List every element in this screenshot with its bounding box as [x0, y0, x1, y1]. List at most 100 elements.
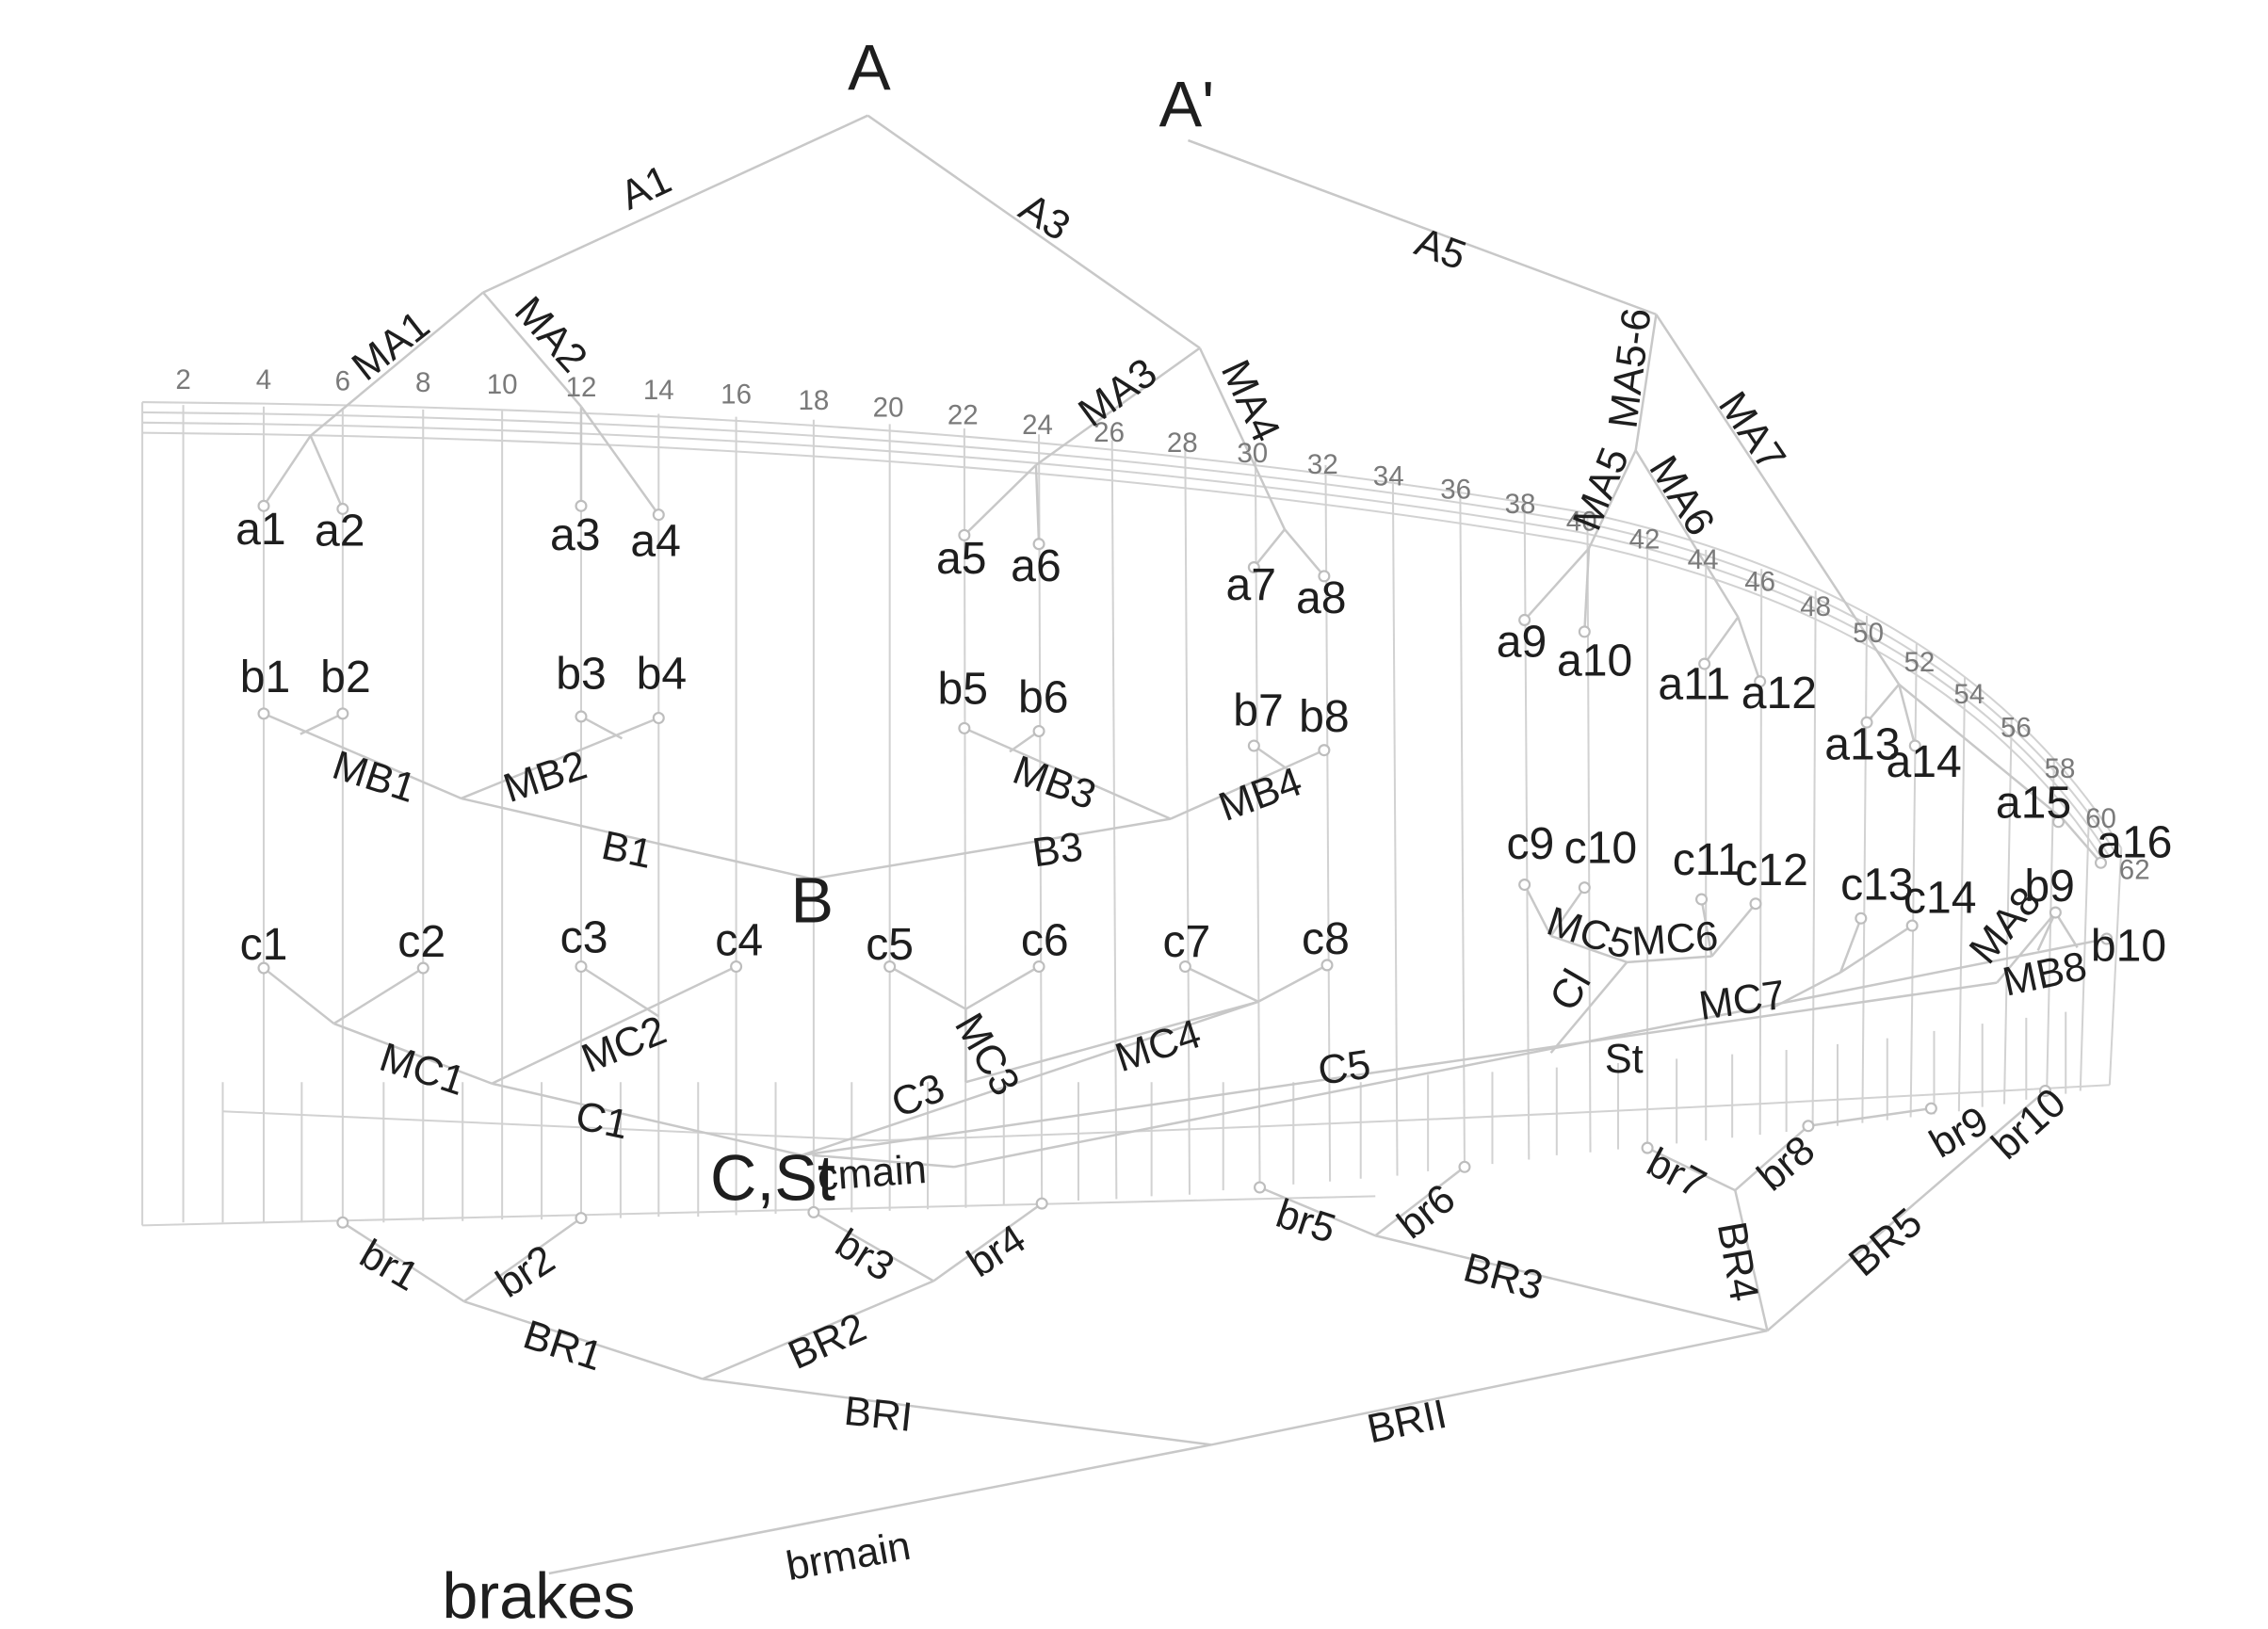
label-a15: a15: [1996, 777, 2071, 828]
number-label: 30: [1237, 438, 1268, 469]
label-a13: a13: [1824, 718, 1900, 769]
number-label: 16: [721, 379, 752, 411]
number-label: 56: [2001, 713, 2032, 744]
label-MB3: MB3: [1007, 748, 1101, 819]
label-MB8: MB8: [1999, 944, 2090, 1006]
number-label: 42: [1629, 524, 1660, 555]
label-MA7: MA7: [1709, 384, 1794, 479]
number-label: 2: [175, 364, 190, 395]
label-brakes: brakes: [442, 1561, 635, 1629]
rings: [257, 499, 2114, 1229]
label-MC6: MC6: [1630, 913, 1720, 964]
number-label: 60: [2085, 803, 2116, 834]
label-C3: C3: [885, 1065, 951, 1126]
label-c12: c12: [1735, 845, 1808, 895]
number-label: 40: [1566, 507, 1597, 538]
label-b1: b1: [240, 652, 291, 702]
label-br10: br10: [1984, 1080, 2075, 1169]
number-label: 12: [566, 372, 597, 403]
label-a1: a1: [235, 504, 286, 555]
rig-lines: [262, 114, 2107, 1575]
label-A-prime: A': [1159, 70, 1215, 141]
label-a3: a3: [550, 509, 601, 560]
number-label: 8: [415, 367, 430, 398]
number-label: 46: [1744, 566, 1775, 597]
batten-numbers: 2 4 6 8 10 12 14 16 18 20 22 24 26 28 30…: [175, 364, 2149, 885]
label-MB1: MB1: [327, 743, 421, 812]
label-br1: br1: [352, 1232, 426, 1300]
label-A1: A1: [614, 157, 678, 219]
label-br5: br5: [1271, 1191, 1341, 1252]
label-b5: b5: [938, 663, 989, 714]
label-c1: c1: [240, 919, 288, 970]
label-br6: br6: [1389, 1176, 1464, 1249]
label-c13: c13: [1840, 859, 1914, 910]
label-c7: c7: [1162, 916, 1210, 967]
label-c6: c6: [1021, 914, 1069, 965]
label-BR5: BR5: [1840, 1200, 1931, 1285]
label-BR3: BR3: [1459, 1245, 1547, 1309]
number-label: 22: [948, 399, 979, 430]
batten-edge: [141, 401, 2123, 1227]
number-label: 26: [1094, 417, 1125, 448]
label-a16: a16: [2097, 816, 2172, 867]
label-b7: b7: [1233, 685, 1284, 736]
number-label: 6: [335, 366, 350, 397]
label-MB4: MB4: [1213, 759, 1307, 831]
label-BR4: BR4: [1709, 1218, 1767, 1305]
label-a7: a7: [1225, 559, 1276, 610]
label-a4: a4: [630, 515, 681, 566]
number-label: 50: [1853, 618, 1884, 649]
label-Cl: Cl: [1542, 962, 1600, 1019]
number-label: 58: [2045, 753, 2076, 784]
label-brmain: brmain: [783, 1524, 914, 1589]
number-label: 24: [1022, 410, 1053, 441]
label-A3: A3: [1012, 185, 1078, 250]
label-b6: b6: [1018, 672, 1069, 723]
label-b4: b4: [637, 649, 688, 700]
number-label: 32: [1307, 449, 1338, 480]
number-label: 54: [1953, 679, 1984, 710]
label-C5: C5: [1315, 1042, 1373, 1094]
label-a10: a10: [1557, 636, 1632, 686]
label-a9: a9: [1497, 617, 1547, 668]
label-B1: B1: [598, 823, 656, 878]
label-C-St: C,St: [710, 1142, 835, 1214]
number-label: 18: [798, 385, 829, 416]
label-C1: C1: [572, 1093, 632, 1149]
label-MC4: MC4: [1110, 1011, 1207, 1081]
label-b2: b2: [320, 652, 371, 702]
label-MA5-6: MA5-6: [1600, 306, 1660, 431]
number-label: 62: [2119, 854, 2150, 885]
label-a8: a8: [1296, 573, 1347, 623]
fan-lines: [182, 405, 2091, 1223]
label-a6: a6: [1011, 540, 1061, 591]
label-b3: b3: [556, 649, 607, 700]
label-b10: b10: [2091, 921, 2166, 972]
label-c2: c2: [397, 916, 446, 967]
label-a2: a2: [315, 506, 365, 556]
label-MC3: MC3: [946, 1006, 1028, 1103]
label-br8: br8: [1749, 1127, 1823, 1200]
label-BRII: BRII: [1364, 1392, 1451, 1453]
number-label: 34: [1373, 461, 1404, 492]
label-St: St: [1605, 1037, 1644, 1082]
number-label: 4: [256, 364, 271, 395]
label-A5: A5: [1409, 219, 1471, 279]
label-br4: br4: [960, 1217, 1034, 1286]
label-a12: a12: [1742, 668, 1817, 718]
number-label: 20: [873, 393, 904, 424]
number-label: 28: [1167, 427, 1198, 459]
number-label: 10: [487, 369, 518, 400]
number-label: 52: [1904, 647, 1936, 678]
label-b9: b9: [2024, 861, 2075, 911]
number-label: 36: [1440, 475, 1471, 506]
label-c4: c4: [715, 914, 763, 965]
label-A: A: [848, 33, 891, 105]
label-c10: c10: [1564, 823, 1638, 874]
label-c3: c3: [560, 911, 608, 962]
number-label: 38: [1505, 489, 1536, 520]
label-MB2: MB2: [498, 743, 592, 812]
